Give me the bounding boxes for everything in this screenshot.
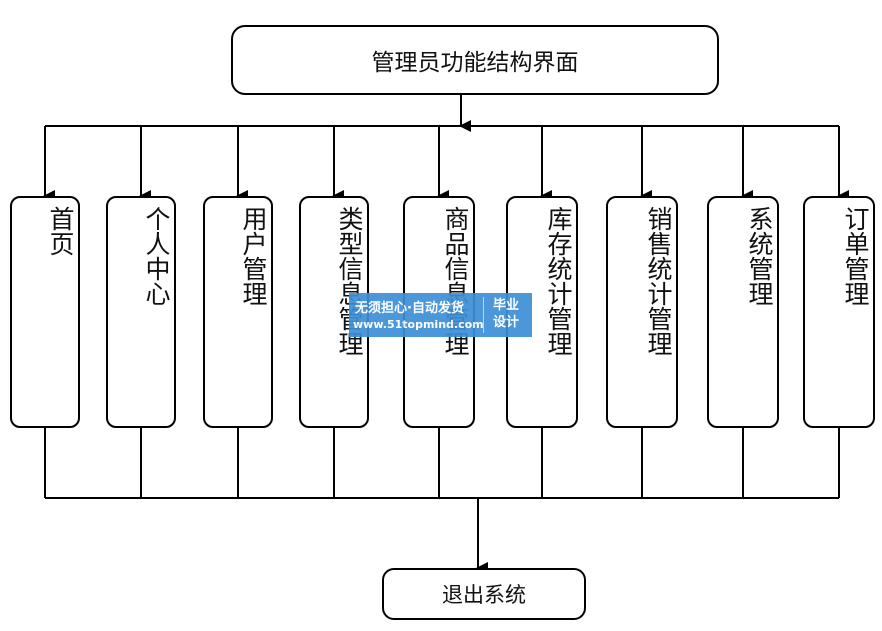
- module-node: 个人中心: [106, 196, 176, 428]
- module-node: 订单管理: [803, 196, 875, 428]
- module-label: 销售统计管理: [644, 206, 673, 356]
- module-label: 订单管理: [841, 206, 870, 306]
- module-label: 库存统计管理: [544, 206, 573, 356]
- watermark-line1: 无须担心·自动发货: [355, 301, 464, 316]
- module-node: 用户管理: [203, 196, 273, 428]
- exit-node: 退出系统: [382, 568, 586, 620]
- module-node: 系统管理: [707, 196, 779, 428]
- watermark-stamp: 毕业 设计: [483, 297, 528, 333]
- watermark-line2: www.51topmind.com: [353, 318, 484, 331]
- module-label: 首页: [46, 206, 75, 256]
- exit-label: 退出系统: [442, 583, 526, 607]
- watermark-stamp-line2: 设计: [492, 315, 519, 330]
- module-label: 个人中心: [142, 206, 171, 306]
- module-label: 系统管理: [745, 206, 774, 306]
- root-label: 管理员功能结构界面: [371, 50, 579, 76]
- module-node: 首页: [10, 196, 80, 428]
- root-node: 管理员功能结构界面: [231, 25, 719, 95]
- module-node: 销售统计管理: [606, 196, 678, 428]
- module-label: 用户管理: [239, 206, 268, 306]
- watermark-badge: 无须担心·自动发货 www.51topmind.com 毕业 设计: [349, 293, 532, 337]
- watermark-stamp-line1: 毕业: [492, 298, 519, 313]
